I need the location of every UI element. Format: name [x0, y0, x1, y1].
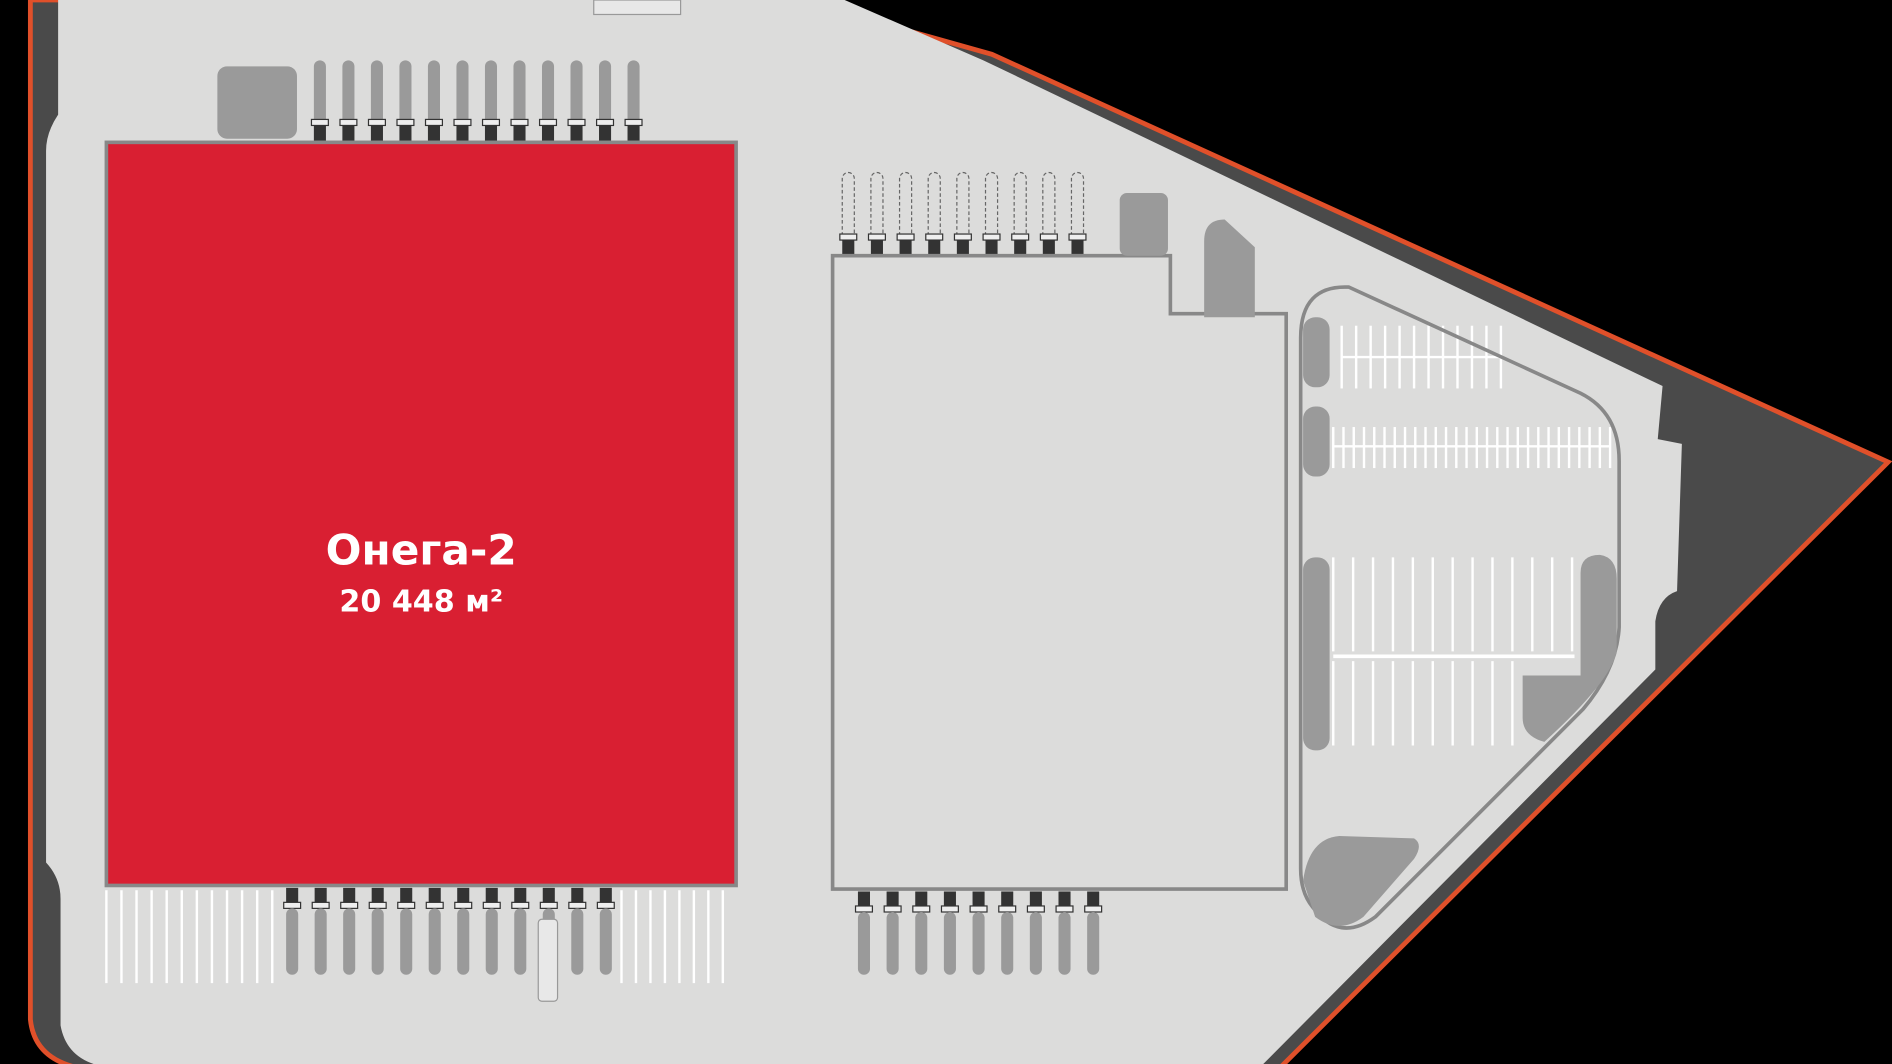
- loading-dock: [481, 60, 501, 142]
- loading-dock: [998, 891, 1017, 975]
- loading-dock: [912, 891, 931, 975]
- loading-dock: [424, 60, 444, 142]
- loading-dock: [425, 887, 444, 975]
- loading-dock: [568, 887, 587, 975]
- loading-dock: [1026, 891, 1045, 975]
- green-strip: [1303, 557, 1330, 751]
- loading-dock: [311, 887, 330, 975]
- loading-dock: [310, 60, 329, 142]
- loading-dock: [538, 60, 558, 142]
- loading-dock: [367, 60, 386, 142]
- green-strip: [1303, 406, 1330, 477]
- loading-dock: [1039, 171, 1058, 256]
- loading-dock: [283, 887, 302, 975]
- loading-dock: [453, 60, 472, 142]
- loading-dock: [595, 60, 615, 142]
- building-area: 20 448 м²: [339, 585, 503, 620]
- building-onega-2[interactable]: [104, 140, 738, 888]
- utility-block-2: [1119, 193, 1168, 256]
- loading-dock: [839, 171, 858, 256]
- loading-dock: [396, 60, 415, 142]
- loading-dock: [1055, 891, 1074, 975]
- loading-dock: [940, 891, 959, 975]
- loading-dock: [982, 171, 1001, 256]
- loading-dock: [454, 887, 473, 975]
- green-strip: [1303, 317, 1330, 388]
- loading-dock: [867, 171, 886, 256]
- loading-docks: [283, 60, 1103, 975]
- loading-dock: [624, 60, 643, 142]
- loading-dock: [510, 60, 529, 142]
- loading-dock: [953, 171, 972, 256]
- parking-lines: [105, 325, 1612, 1002]
- loading-dock: [1011, 171, 1030, 256]
- loading-dock: [883, 891, 902, 975]
- loading-dock: [925, 171, 944, 256]
- green-strip: [1522, 554, 1617, 742]
- green-strip: [1303, 836, 1419, 926]
- building-name: Онега-2: [326, 526, 517, 575]
- loading-dock: [482, 887, 501, 975]
- loading-dock: [596, 887, 615, 975]
- utility-block-3: [1204, 219, 1255, 318]
- truck-top: [593, 0, 682, 16]
- loading-dock: [340, 887, 359, 975]
- building-2[interactable]: [830, 253, 1288, 891]
- loading-dock: [567, 60, 586, 142]
- loading-dock: [854, 891, 874, 975]
- loading-dock: [1068, 171, 1087, 256]
- loading-dock: [511, 887, 530, 975]
- truck: [537, 918, 559, 1002]
- loading-dock: [1084, 891, 1103, 975]
- utility-block: [217, 66, 297, 139]
- loading-dock: [339, 60, 358, 142]
- loading-dock: [397, 887, 416, 975]
- loading-dock: [969, 891, 988, 975]
- loading-dock: [896, 171, 915, 256]
- loading-dock: [368, 887, 387, 975]
